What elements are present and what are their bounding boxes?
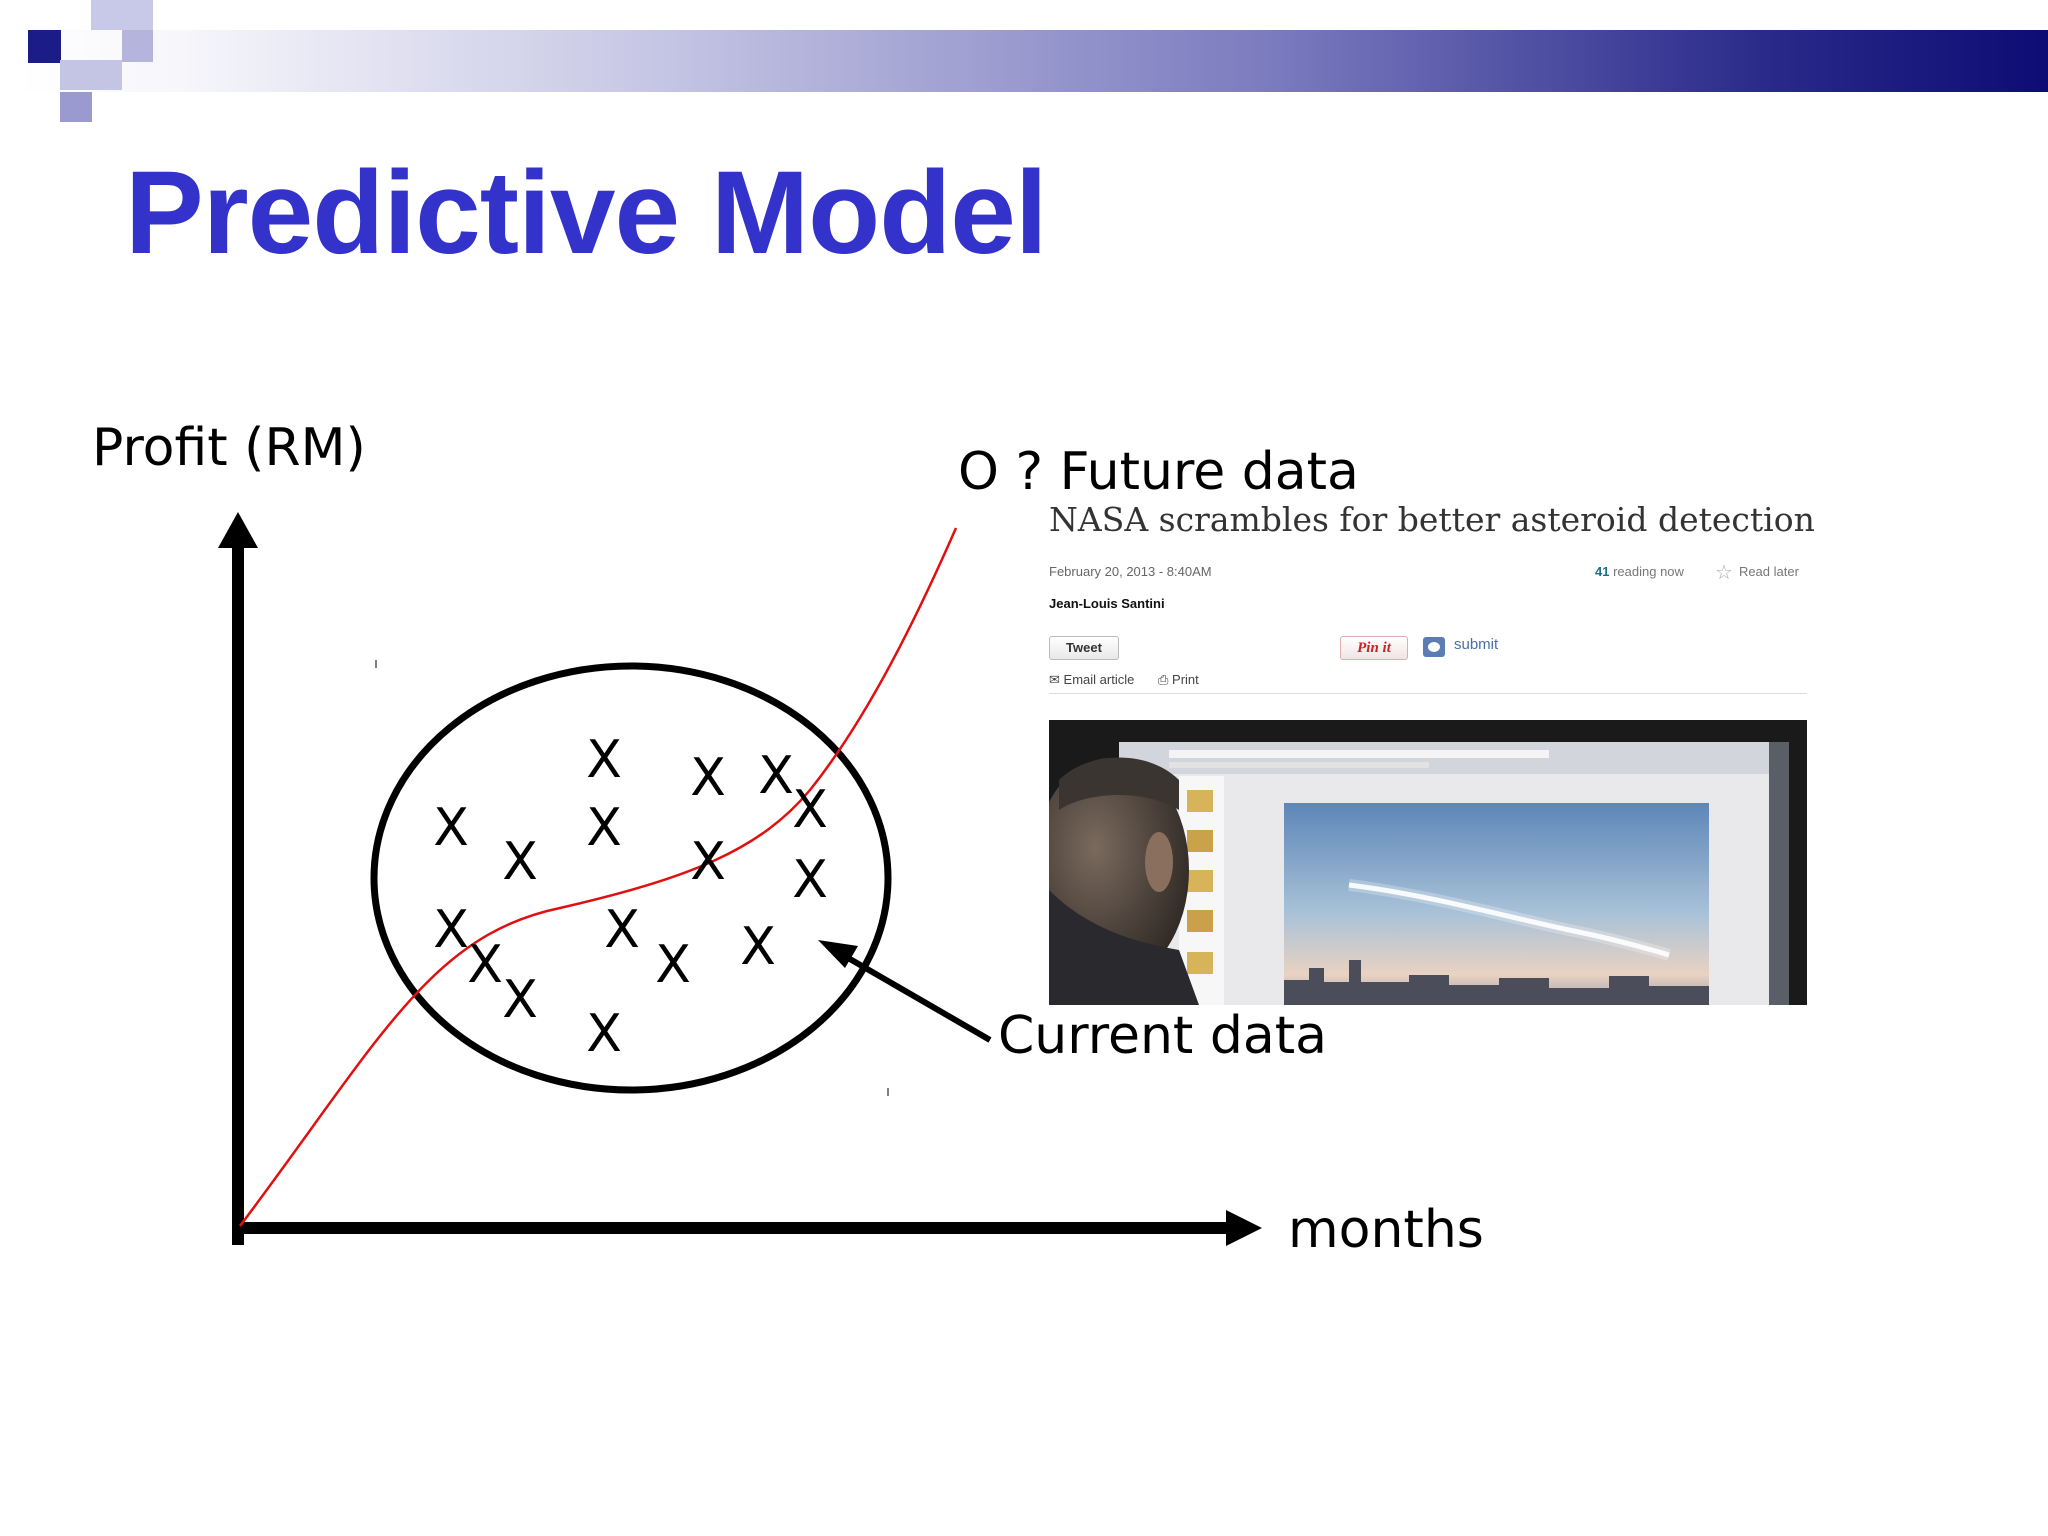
current-data-pointer-arrowhead	[818, 940, 858, 968]
header-square-light	[60, 60, 122, 90]
article-headline: NASA scrambles for better asteroid detec…	[1049, 500, 1815, 539]
data-point-mark: X	[690, 748, 726, 808]
current-data-ellipse	[370, 662, 892, 1094]
slide-title: Predictive Model	[125, 147, 1048, 279]
header-gradient-bar	[20, 30, 2048, 92]
data-point-mark: X	[792, 850, 828, 910]
header-square-light	[91, 0, 153, 30]
envelope-icon: ✉	[1049, 672, 1060, 687]
email-article-label: Email article	[1063, 672, 1135, 687]
tweet-button[interactable]: Tweet	[1049, 636, 1119, 660]
data-point-mark: X	[758, 746, 794, 806]
trend-curve	[239, 527, 958, 1227]
future-data-label: O ? Future data	[958, 442, 1359, 502]
data-point-mark: X	[604, 900, 640, 960]
print-label: Print	[1172, 672, 1199, 687]
data-point-mark: X	[502, 832, 538, 892]
photo-illustration	[1049, 720, 1807, 1005]
reddit-icon[interactable]	[1423, 637, 1445, 657]
divider	[1049, 693, 1807, 694]
current-data-pointer-line	[841, 952, 992, 1043]
data-point-mark: X	[586, 798, 622, 858]
reading-suffix: reading now	[1613, 564, 1684, 579]
data-point-mark: X	[586, 1004, 622, 1064]
data-point-mark: X	[502, 970, 538, 1030]
read-later-link[interactable]: ☆ Read later	[1715, 560, 1799, 585]
article-date: February 20, 2013 - 8:40AM	[1049, 564, 1212, 579]
x-axis-label: months	[1288, 1200, 1484, 1260]
y-axis-arrowhead	[218, 512, 258, 548]
y-axis-label: Profit (RM)	[92, 418, 366, 478]
article-photo	[1049, 720, 1807, 1005]
data-point-mark: X	[740, 917, 776, 977]
data-point-mark: X	[655, 935, 691, 995]
header-square-mid	[60, 92, 92, 122]
article-author: Jean-Louis Santini	[1049, 596, 1165, 611]
printer-icon: ⎙	[1158, 672, 1169, 687]
header-square-light	[122, 30, 153, 62]
data-point-mark: X	[467, 935, 503, 995]
x-axis-arrowhead	[1226, 1210, 1262, 1246]
header-square-dark	[28, 30, 61, 63]
print-link[interactable]: ⎙ Print	[1158, 672, 1199, 688]
data-point-mark: X	[586, 730, 622, 790]
reading-count: 41	[1595, 564, 1610, 579]
current-data-label: Current data	[998, 1006, 1327, 1066]
data-point-mark: X	[690, 832, 726, 892]
reading-now-counter: 41 reading now	[1595, 564, 1684, 579]
read-later-label: Read later	[1738, 564, 1799, 579]
news-article-screenshot: NASA scrambles for better asteroid detec…	[1045, 500, 1815, 1010]
submit-link[interactable]: submit	[1454, 636, 1499, 653]
pin-it-button[interactable]: Pin it	[1340, 636, 1408, 660]
data-point-mark: X	[792, 780, 828, 840]
data-point-mark: X	[433, 900, 469, 960]
star-icon: ☆	[1715, 562, 1733, 584]
data-point-mark: X	[433, 798, 469, 858]
email-article-link[interactable]: ✉ Email article	[1049, 672, 1134, 688]
